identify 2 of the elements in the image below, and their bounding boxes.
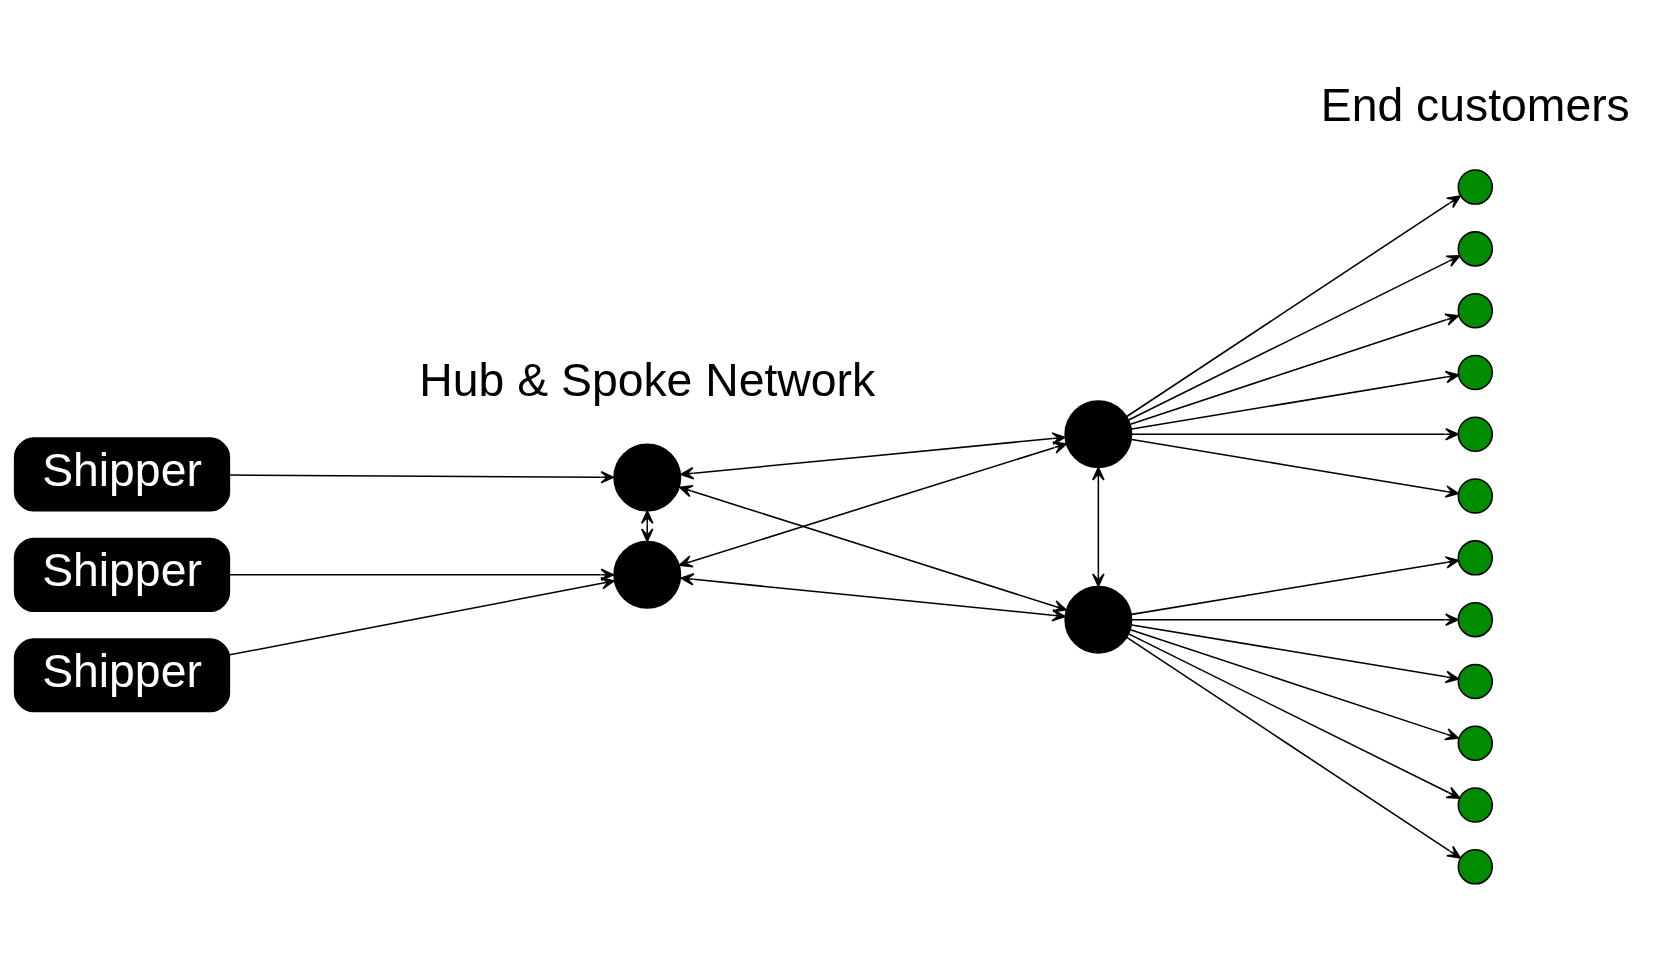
label: End customers [1320,78,1630,131]
label: Hub & Spoke Network [419,353,876,406]
